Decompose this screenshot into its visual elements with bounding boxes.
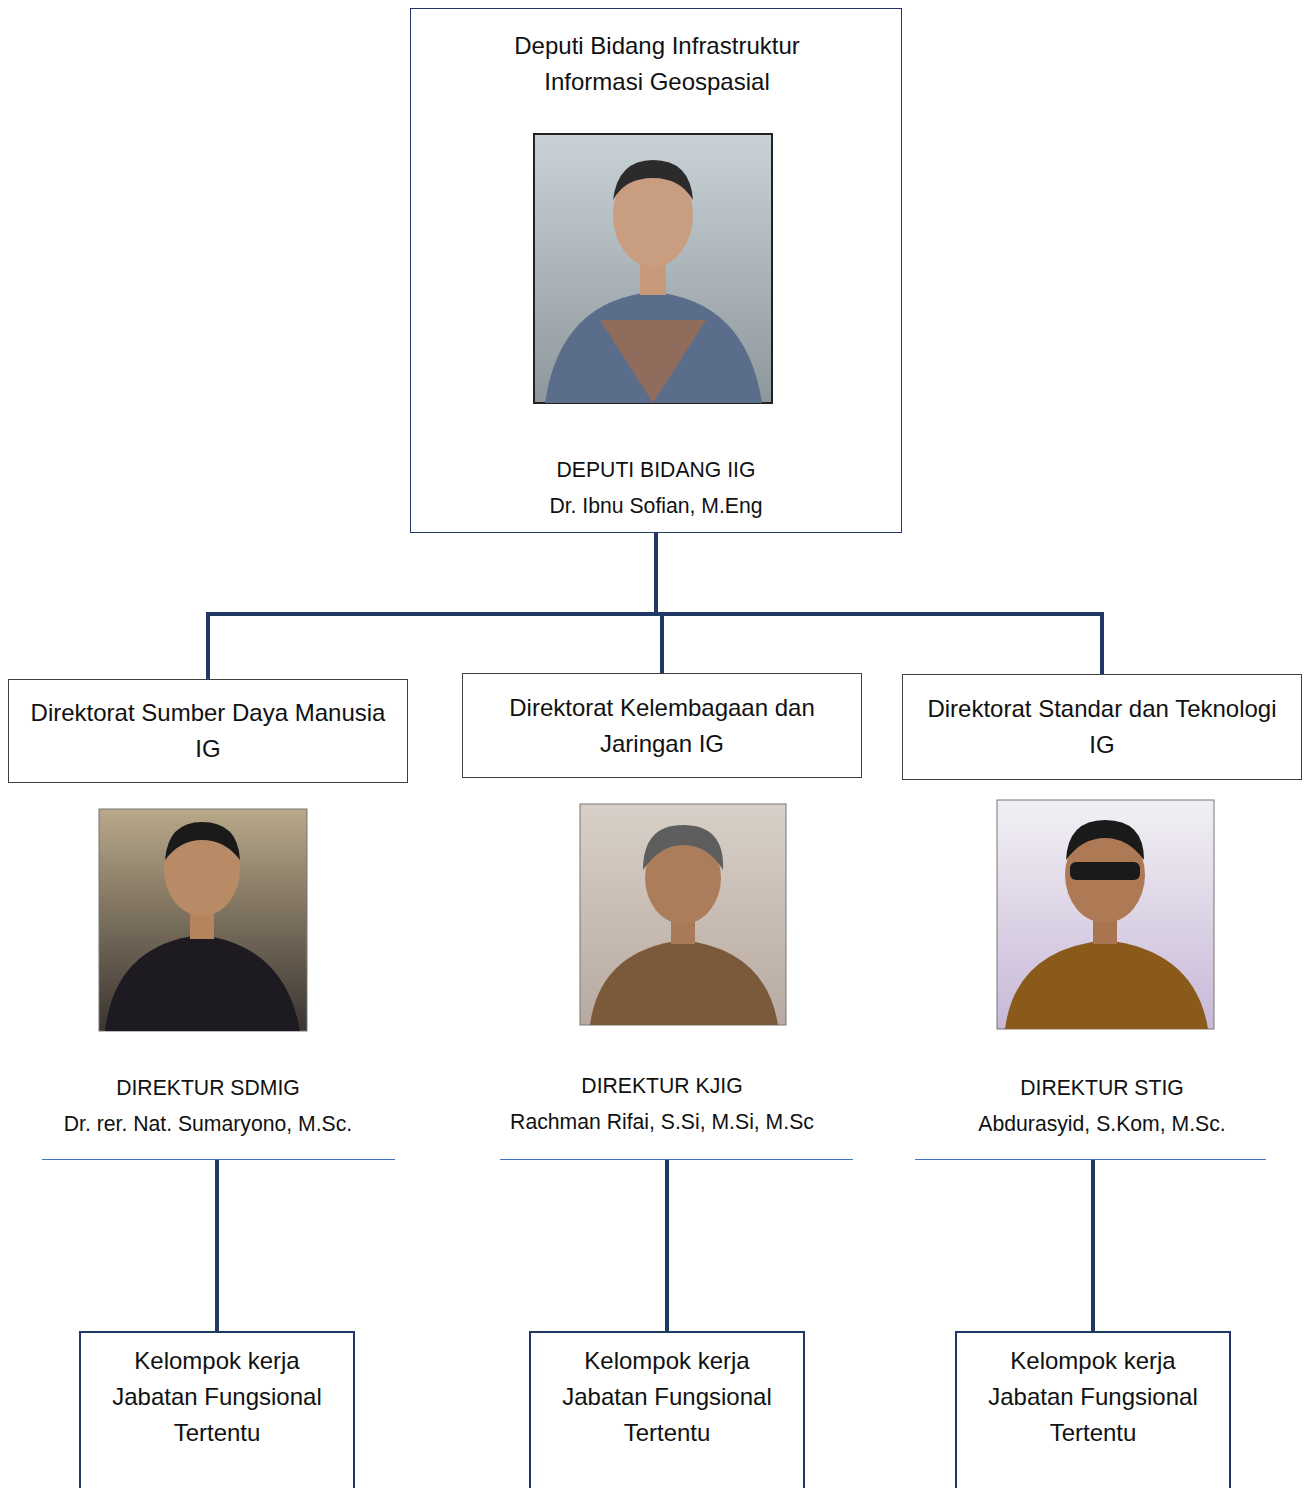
box-title: Direktorat Standar dan Teknologi IG [913,691,1291,763]
name-underline [915,1159,1266,1160]
directorate-title-box: Direktorat Standar dan Teknologi IG [902,674,1302,780]
directorate-box: Direktorat Sumber Daya Manusia IG DIREKTU… [8,679,408,1160]
working-group-box: Kelompok kerja Jabatan Fungsional Terten… [955,1331,1231,1488]
directorate-box: Direktorat Kelembagaan dan Jaringan IG DI… [462,673,862,1160]
org-connector [215,1160,219,1331]
person-name: Rachman Rifai, S.Si, M.Si, M.Sc [462,1104,862,1140]
org-connector [665,1160,669,1331]
box-title: Direktorat Sumber Daya Manusia IG [19,695,397,767]
group-label: Kelompok kerja Jabatan Fungsional Terten… [545,1343,789,1451]
group-label: Kelompok kerja Jabatan Fungsional Terten… [971,1343,1215,1451]
position-title: DIREKTUR SDMIG [8,1070,408,1106]
org-connector [208,533,656,679]
org-connector [656,533,1102,674]
box-title: Deputi Bidang Infrastruktur Informasi Ge… [467,28,847,100]
deputy-box: Deputi Bidang Infrastruktur Informasi Ge… [410,8,902,533]
position-title: DEPUTI BIDANG IIG [411,452,901,488]
working-group-box: Kelompok kerja Jabatan Fungsional Terten… [79,1331,355,1488]
name-underline [500,1159,853,1160]
person-name: Abdurasyid, S.Kom, M.Sc. [902,1106,1302,1142]
directorate-title-box: Direktorat Sumber Daya Manusia IG [8,679,408,783]
group-label: Kelompok kerja Jabatan Fungsional Terten… [95,1343,339,1451]
position-title: DIREKTUR STIG [902,1070,1302,1106]
portrait-photo [997,800,1214,1029]
person-name: Dr. rer. Nat. Sumaryono, M.Sc. [8,1106,408,1142]
directorate-box: Direktorat Standar dan Teknologi IG DIREK… [902,674,1302,1160]
box-title: Direktorat Kelembagaan dan Jaringan IG [473,690,851,762]
position-title: DIREKTUR KJIG [462,1068,862,1104]
portrait-photo [99,809,307,1031]
working-group-box: Kelompok kerja Jabatan Fungsional Terten… [529,1331,805,1488]
directorate-title-box: Direktorat Kelembagaan dan Jaringan IG [462,673,862,778]
name-underline [42,1159,395,1160]
person-name: Dr. Ibnu Sofian, M.Eng [411,488,901,524]
org-connector [1091,1160,1095,1331]
portrait-photo [534,134,772,403]
portrait-photo [580,804,786,1025]
